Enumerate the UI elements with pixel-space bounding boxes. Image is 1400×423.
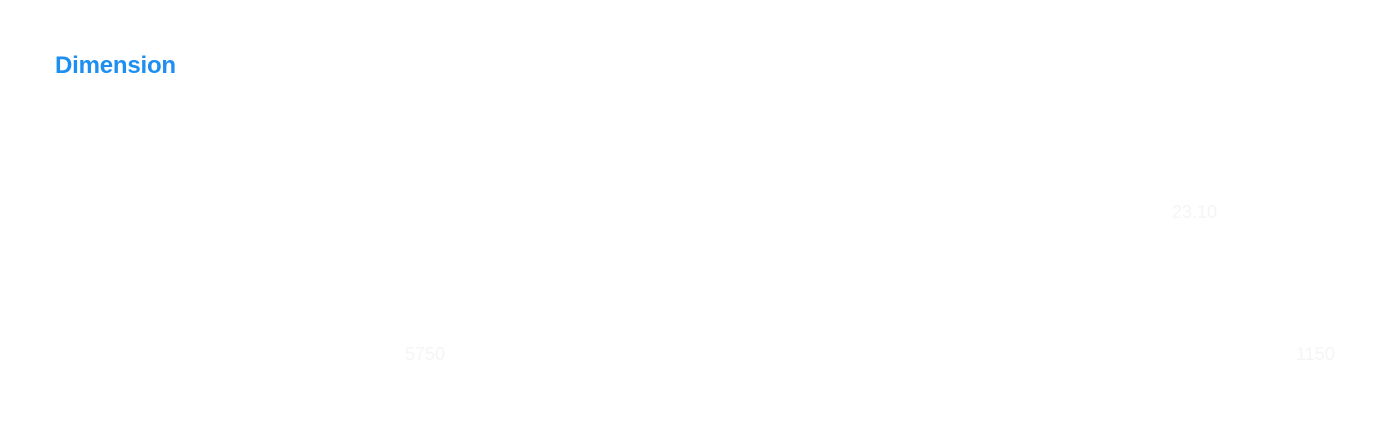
dimension-bottom-right-value: 1150 <box>1296 344 1335 364</box>
dimension-top-value: 23.10 <box>1172 202 1218 222</box>
section-title: Dimension <box>55 52 176 79</box>
dimension-bottom-left-value: 5750 <box>405 344 446 364</box>
